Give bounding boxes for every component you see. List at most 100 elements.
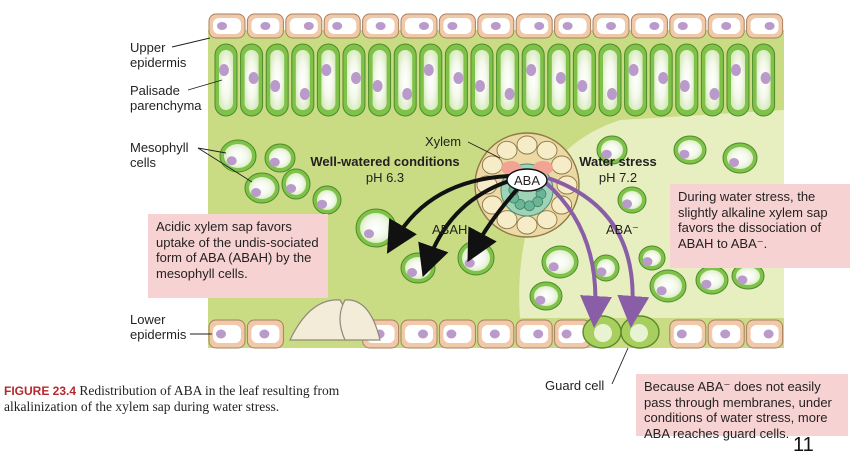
epidermis-cell — [630, 13, 668, 39]
figure-caption-text: Redistribution of ABA in the leaf result… — [4, 383, 340, 414]
mesophyll-cell — [731, 262, 765, 290]
mesophyll-cell — [244, 172, 280, 204]
bundle-sheath-cell — [516, 215, 538, 235]
arrow-to-mesophyll-3 — [467, 184, 522, 263]
well-watered-ph: pH 6.3 — [366, 170, 404, 185]
mesophyll-label-1: Mesophyll — [130, 140, 189, 155]
palisade-label-2: parenchyma — [130, 98, 202, 113]
xylem-vessel — [524, 200, 535, 212]
page-number: 11 — [793, 434, 814, 456]
xylem-leader — [467, 141, 501, 159]
epidermis-cell — [208, 13, 246, 39]
palisade-cell — [265, 43, 289, 117]
epidermis-cell — [515, 13, 553, 39]
epidermis-cell — [246, 319, 284, 349]
palisade-cell — [393, 43, 417, 117]
bundle-sheath-cell — [536, 210, 558, 230]
guard-cell-leader — [611, 347, 629, 385]
epidermis-cell — [246, 13, 284, 39]
palisade-cell — [496, 43, 520, 117]
palisade-cell — [752, 43, 776, 117]
alkaline-note: During water stress, the slightly alkali… — [670, 184, 850, 268]
upper-epidermis-leader — [171, 37, 211, 48]
palisade-cell — [419, 43, 443, 117]
mesophyll-cell — [281, 168, 311, 200]
guard-cells-left — [289, 299, 381, 341]
epidermis-cell — [400, 319, 438, 349]
mesophyll-cell — [596, 135, 628, 165]
mesophyll-cell — [312, 185, 342, 215]
upper-epidermis-label-1: Upper — [130, 40, 166, 55]
palisade-cell — [675, 43, 699, 117]
mesophyll-leader-1 — [197, 147, 227, 154]
mesophyll-cell — [264, 143, 296, 173]
palisade-cell — [700, 43, 724, 117]
guard-cell-label: Guard cell — [545, 378, 604, 393]
water-stress-title: Water stress — [579, 154, 657, 169]
figure-label: FIGURE 23.4 — [4, 384, 77, 398]
xylem-label: Xylem — [425, 134, 461, 149]
mesophyll-cell — [673, 135, 707, 165]
palisade-cell — [316, 43, 340, 117]
epidermis-cell — [438, 13, 476, 39]
epidermis-cell — [707, 319, 745, 349]
mesophyll-label-2: cells — [130, 155, 157, 170]
palisade-cell — [342, 43, 366, 117]
mesophyll-cell — [649, 269, 687, 303]
epidermis-cell — [554, 13, 592, 39]
upper-epidermis — [208, 13, 784, 39]
water-stress-ph: pH 7.2 — [599, 170, 637, 185]
mesophyll-cell — [592, 254, 620, 282]
upper-epidermis-label-2: epidermis — [130, 55, 187, 70]
epidermis-cell — [362, 13, 400, 39]
epidermis-cell — [400, 13, 438, 39]
epidermis-cell — [477, 319, 515, 349]
arrow-to-mesophyll-2 — [418, 178, 513, 278]
arrow-to-guard-cell-2 — [547, 176, 650, 328]
aba-label: ABA — [514, 173, 540, 188]
mesophyll-cell — [219, 139, 257, 173]
palisade-leader — [187, 79, 223, 91]
palisade-cell — [470, 43, 494, 117]
epidermis-cell — [208, 319, 246, 349]
lower-epidermis-label-2: epidermis — [130, 327, 187, 342]
aba-minus-label: ABA⁻ — [606, 222, 639, 237]
bundle-sheath-cell — [496, 210, 518, 230]
mesophyll-cell — [617, 186, 647, 214]
palisade-cell — [444, 43, 468, 117]
palisade-cell — [291, 43, 315, 117]
epidermis-cell — [285, 13, 323, 39]
epidermis-cell — [592, 13, 630, 39]
lower-epidermis-label-1: Lower — [130, 312, 166, 327]
guard-note: Because ABA⁻ does not easily pass throug… — [636, 374, 848, 441]
palisade-cell — [214, 43, 238, 117]
bundle-sheath-cell — [496, 140, 518, 160]
abah-label: ABAH — [432, 222, 467, 237]
palisade-cell — [368, 43, 392, 117]
palisade-cell — [521, 43, 545, 117]
palisade-parenchyma — [214, 43, 776, 117]
epidermis-cell — [746, 13, 784, 39]
palisade-cell — [624, 43, 648, 117]
palisade-cell — [726, 43, 750, 117]
palisade-label-1: Palisade — [130, 83, 180, 98]
palisade-cell — [598, 43, 622, 117]
epidermis-cell — [669, 13, 707, 39]
mesophyll-cell — [355, 208, 397, 248]
arrow-to-guard-cell-1 — [543, 180, 612, 328]
bundle-sheath-cell — [516, 135, 538, 155]
epidermis-cell — [707, 13, 745, 39]
aba-bubble — [506, 168, 548, 192]
mesophyll-cell — [529, 281, 563, 311]
mesophyll-cell — [722, 142, 758, 174]
acidic-note: Acidic xylem sap favors uptake of the un… — [148, 214, 328, 298]
mesophyll-cell — [541, 245, 579, 279]
palisade-cell — [240, 43, 264, 117]
palisade-cell — [572, 43, 596, 117]
epidermis-cell — [323, 13, 361, 39]
arrow-to-mesophyll-1 — [386, 174, 511, 254]
mesophyll-cell — [695, 265, 729, 295]
figure-caption: FIGURE 23.4 Redistribution of ABA in the… — [4, 383, 374, 415]
